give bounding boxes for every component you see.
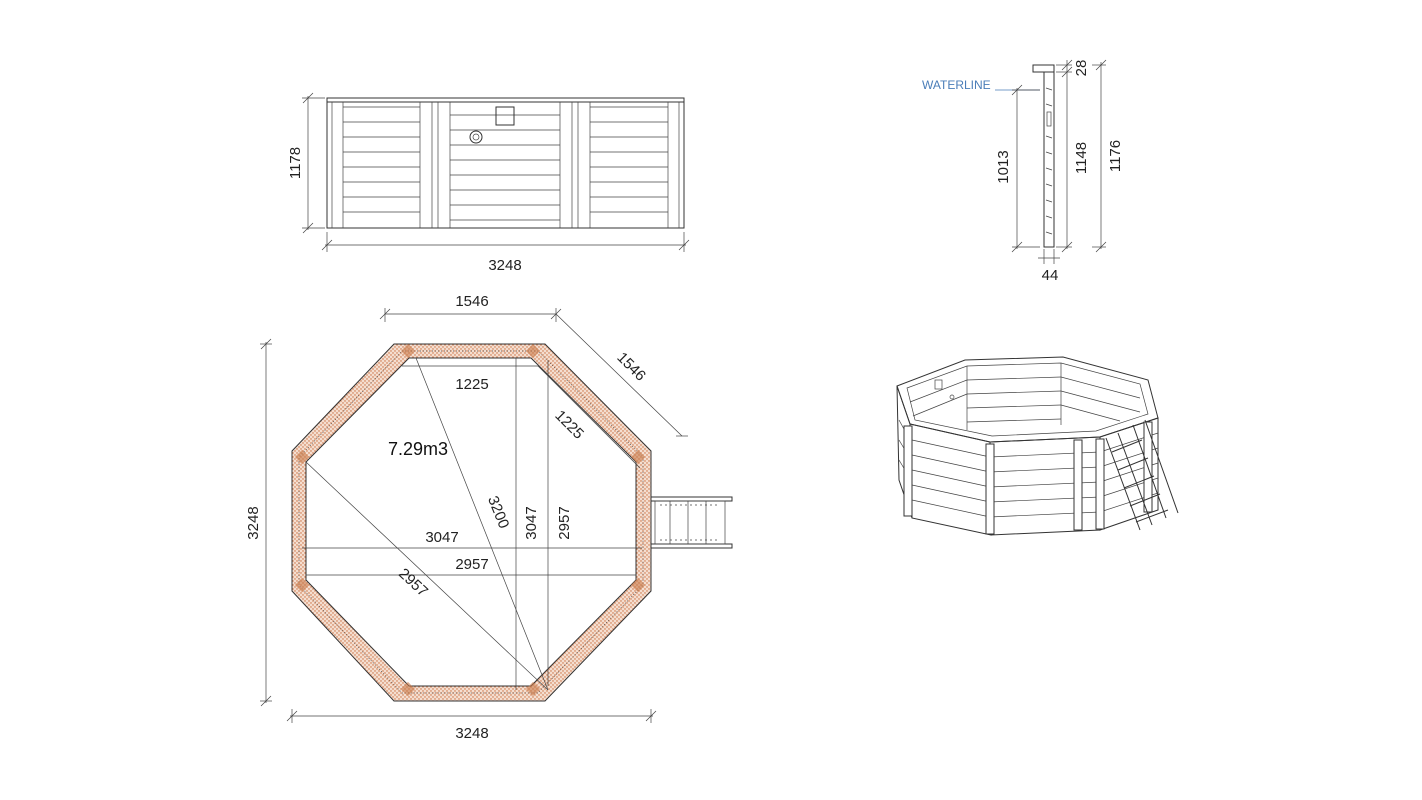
diagonal-3200-line bbox=[415, 357, 549, 691]
wall-section-view: WATERLINE 1013 28 1148 1176 44 bbox=[922, 60, 1124, 284]
waterline-label: WATERLINE bbox=[922, 78, 991, 92]
total-height-label: 1176 bbox=[1107, 140, 1124, 172]
ladder-plan bbox=[649, 496, 733, 549]
front-wall-outline bbox=[326, 97, 685, 229]
top-rail bbox=[1032, 64, 1055, 73]
iso-nozzle-icon bbox=[949, 394, 955, 400]
top-rail-height-label: 28 bbox=[1073, 60, 1090, 77]
inner-flat-h-label: 2957 bbox=[455, 556, 488, 573]
outer-side-diag-label: 1546 bbox=[613, 349, 649, 385]
inner-width-label: 3047 bbox=[425, 529, 458, 546]
corner-posts bbox=[294, 343, 646, 697]
iso-ladder bbox=[1105, 419, 1179, 531]
inner-flat-v-label: 2957 bbox=[556, 506, 573, 539]
wall-thickness-label: 44 bbox=[1042, 267, 1059, 284]
iso-top-rim bbox=[896, 356, 1159, 443]
iso-back-walls bbox=[909, 363, 1141, 430]
outer-side-top-label: 1546 bbox=[455, 293, 488, 310]
volume-label: 7.29m3 bbox=[388, 439, 448, 459]
front-height-dimension: 1178 bbox=[287, 92, 325, 234]
wall-section bbox=[1043, 71, 1055, 248]
front-width-dimension: 3248 bbox=[321, 232, 690, 274]
inner-side-top-label: 1225 bbox=[455, 376, 488, 393]
isometric-view bbox=[896, 356, 1179, 536]
water-depth-label: 1013 bbox=[995, 150, 1012, 183]
front-height-label: 1178 bbox=[287, 147, 304, 179]
skimmer-icon bbox=[495, 106, 515, 126]
outer-width-label: 3248 bbox=[455, 725, 488, 742]
outer-height-label: 3248 bbox=[245, 506, 262, 539]
iso-wall-front-left bbox=[909, 423, 992, 536]
plan-view: 1546 1546 7.29m3 1225 1225 3200 3047 304… bbox=[245, 293, 733, 742]
front-elevation-view: 3248 1178 bbox=[287, 92, 690, 274]
front-wall-planks bbox=[331, 102, 680, 228]
inner-height-label: 3047 bbox=[523, 506, 540, 539]
front-width-label: 3248 bbox=[488, 257, 521, 274]
inlet-nozzle-icon bbox=[469, 130, 483, 144]
wall-section-joints bbox=[1045, 87, 1053, 235]
diagonal-2957-line bbox=[305, 461, 549, 691]
inner-side-diag-line bbox=[537, 365, 641, 469]
iso-posts bbox=[903, 421, 1153, 535]
iso-skimmer-icon bbox=[934, 379, 943, 390]
wall-height-label: 1148 bbox=[1073, 142, 1090, 174]
